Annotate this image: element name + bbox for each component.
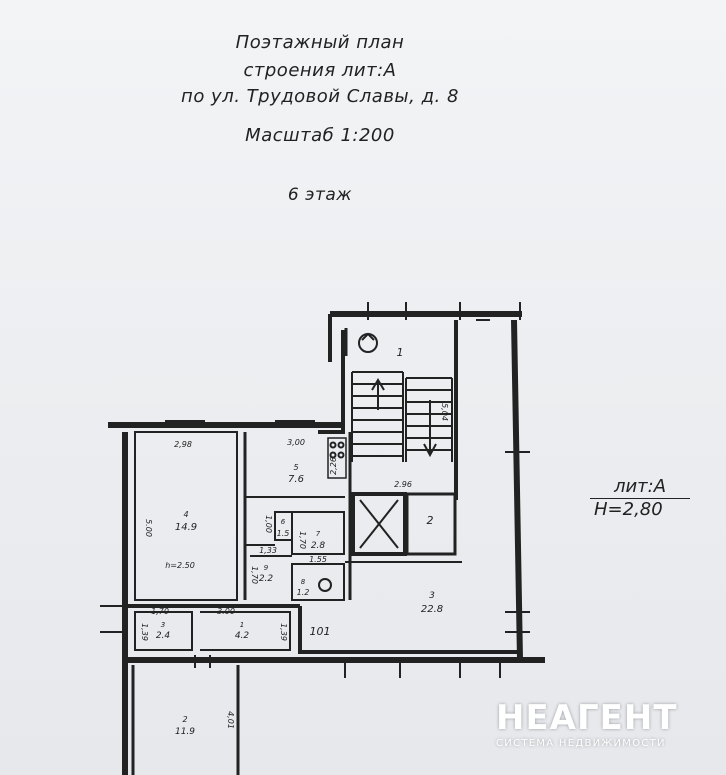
dim-298: 2,98 [174,440,192,449]
room-8-area: 1.2 [297,588,310,597]
watermark-brand: НЕАГЕНТ [496,698,678,738]
dim-300-top: 3,00 [287,438,305,447]
plan-scale: Масштаб 1:200 [245,125,395,146]
room-l2-number: 2 [182,715,187,724]
plan-floor: 6 этаж [287,185,353,205]
dim-100: 1,00 [264,515,273,533]
dim-139-right: 1,39 [279,623,288,641]
room-101-label: 101 [310,625,331,638]
room-4-area: 14.9 [175,522,197,533]
dim-504: 5,04 [440,403,449,421]
dim-401: 4,01 [226,711,235,729]
dim-170-b: 1,70 [250,566,259,584]
room-9-area: 2.2 [259,574,274,584]
dim-170-c: 1,70 [151,607,169,616]
room-2-number: 2 [427,514,434,527]
room-8-number: 8 [301,578,306,586]
dim-155: 1.55 [309,555,327,564]
room-6-area: 1.5 [277,529,290,538]
room-l3-area: 2.4 [156,631,171,641]
watermark-logo: НЕАГЕНТ СИСТЕМА НЕДВИЖИМОСТИ [496,700,696,749]
room-3-area: 22.8 [421,604,443,615]
room-7-number: 7 [316,530,321,538]
room-5-number: 5 [293,463,298,472]
room-l1-area: 4.2 [235,631,250,641]
plan-title-line2: строения лит:А [243,60,397,81]
dim-226: 2,26 [329,457,338,475]
room-3-number: 3 [429,591,435,601]
dim-170-a: 1,70 [298,531,307,549]
ceiling-height-label: H=2,80 [594,499,663,520]
room-5-area: 7.6 [288,474,304,485]
building-legend: лит:А H=2,80 [590,476,694,521]
dim-500: 5.00 [144,519,153,537]
room-1-number: 1 [397,346,404,359]
room-l2-area: 11.9 [175,727,195,737]
room-4-number: 4 [183,510,188,519]
room-4-height: h=2.50 [165,561,195,570]
plan-address: по ул. Трудовой Славы, д. 8 [181,86,459,107]
dim-139-left: 1,39 [140,623,149,641]
room-6-number: 6 [281,518,286,526]
dim-133: 1,33 [259,546,277,555]
plan-title-line1: Поэтажный план [235,32,405,53]
room-l3-number: 3 [161,621,165,629]
lit-label: лит:А [590,476,690,499]
room-l1-number: 1 [240,621,244,629]
watermark-tagline: СИСТЕМА НЕДВИЖИМОСТИ [496,738,666,749]
dim-300-bottom: 3.00 [217,607,235,616]
room-9-number: 9 [264,564,269,572]
dim-296: 2.96 [394,480,412,489]
room-7-area: 2.8 [311,541,326,551]
